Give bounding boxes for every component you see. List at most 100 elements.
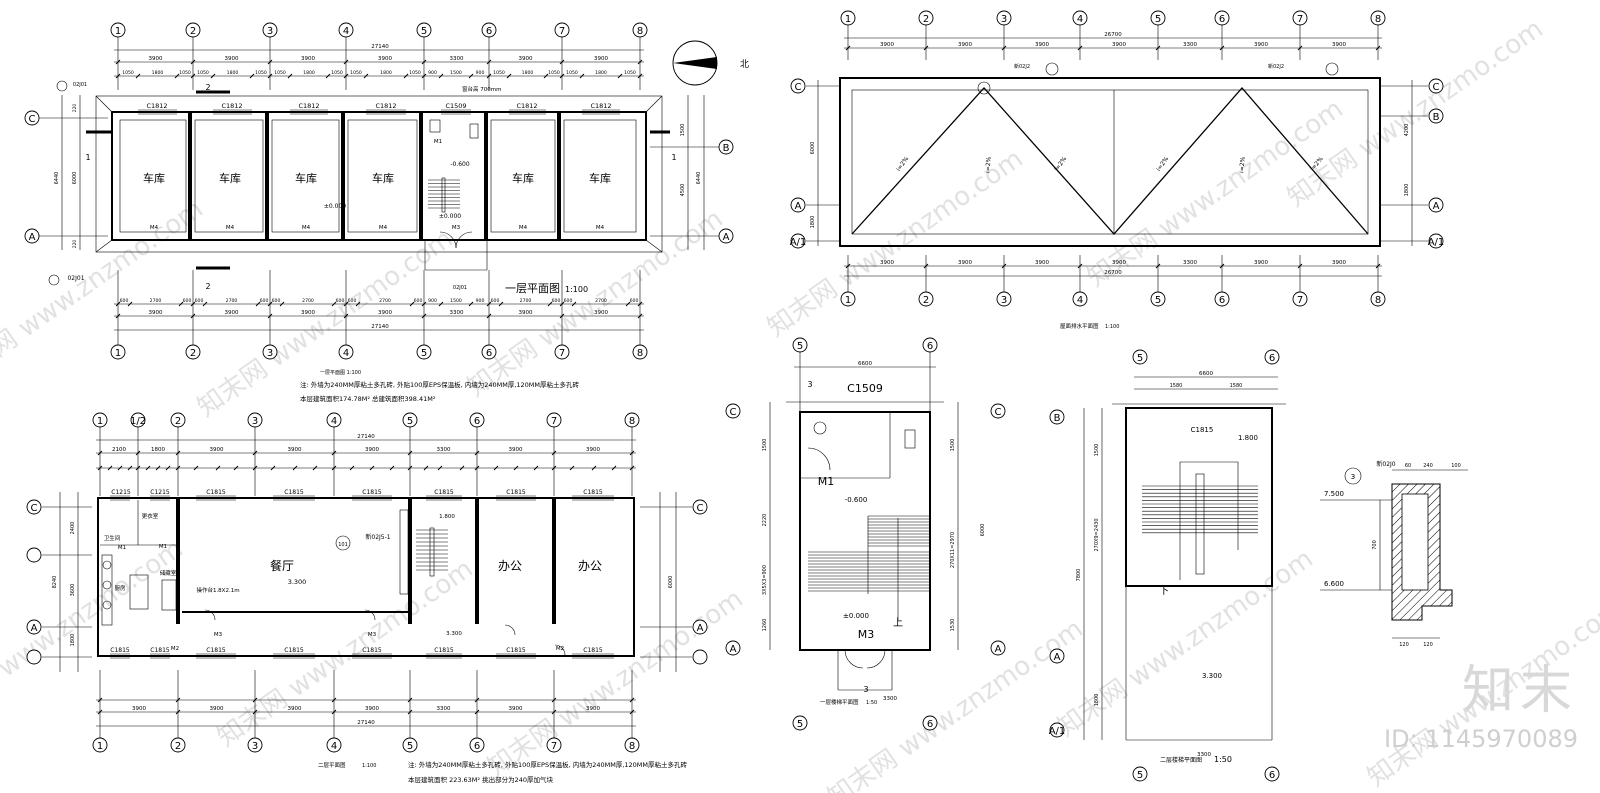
- dim-tick: [127, 465, 133, 471]
- roof-axis-top-2: 2: [918, 10, 934, 26]
- eave-corner: [645, 239, 663, 253]
- axis-circle-right: [692, 649, 708, 665]
- dim-tick: [155, 465, 161, 471]
- dim-tick: [331, 697, 337, 703]
- stove-burner: [102, 600, 112, 610]
- axis-circle: [922, 715, 938, 731]
- dim-tick: [1375, 45, 1381, 51]
- axis-right-A: A: [718, 228, 734, 244]
- roof-axis-bottom-4: 4: [1072, 291, 1088, 307]
- roof-axis-bottom-7: 7: [1292, 291, 1308, 307]
- plan2-axis-top-7: 7: [546, 412, 562, 428]
- dim-tick: [97, 450, 103, 456]
- stair-rail: [1195, 473, 1205, 575]
- dim-value: 2700: [379, 298, 391, 304]
- axis-label: 5: [407, 741, 413, 752]
- window-label: C1812: [375, 102, 396, 110]
- stair-rail: [429, 527, 435, 577]
- plan2-note1: 注: 外墙为240MM厚粘土多孔砖, 外贴100厚EPS保温板, 内墙为240M…: [408, 760, 688, 769]
- axis-label: A: [31, 623, 38, 634]
- dim-value: 3900: [301, 310, 315, 316]
- axis-label: 5: [1155, 14, 1161, 25]
- dim-tick: [559, 59, 565, 65]
- dim-value: 3900: [586, 447, 600, 453]
- brand-name: 知末: [1461, 661, 1578, 721]
- axis-label: 6: [1269, 353, 1275, 364]
- axis-label: 6: [1219, 295, 1225, 306]
- plan1-walls: [86, 90, 670, 271]
- dim-value: 6600: [1199, 371, 1213, 377]
- plan2-axis-top-6: 6: [469, 412, 485, 428]
- dim-value: 2700: [595, 298, 607, 304]
- dim-value: 3900: [594, 56, 608, 62]
- stair2-scale: 1:50: [1214, 755, 1232, 764]
- dim-v-value: 1500: [1094, 444, 1100, 457]
- dim-v-value: 220: [72, 240, 78, 249]
- dim-tick: [343, 301, 349, 307]
- fixture-label: 操作台1.8X2.1m: [196, 586, 239, 594]
- axis-circle: [1049, 722, 1065, 738]
- room-label-garage: 车库: [143, 171, 165, 185]
- window-label: C1812: [516, 102, 537, 110]
- section-number: 3: [863, 685, 868, 694]
- dim-tick: [343, 73, 349, 79]
- dim-tick: [637, 301, 643, 307]
- axis-circle: [1049, 648, 1065, 664]
- dim-value: 3900: [509, 447, 523, 453]
- level-label: 7.500: [1324, 490, 1344, 498]
- dim-value: 1800: [227, 70, 239, 76]
- callout-label: 02J01: [73, 82, 87, 88]
- plan2-axis-bottom-8: 8: [624, 737, 640, 753]
- dim-v-value: 6000: [810, 142, 816, 155]
- axis-top-5: 5: [416, 22, 432, 38]
- axis-label: 8: [637, 348, 643, 359]
- interior-wall: [408, 498, 412, 624]
- dim-tick: [193, 465, 199, 471]
- dim-value: 1050: [255, 70, 267, 76]
- roof-axis-top-8: 8: [1370, 10, 1386, 26]
- dim-value: 3900: [1112, 42, 1126, 48]
- axis-label: 8: [629, 741, 635, 752]
- up-label: 上: [893, 617, 903, 629]
- kitchen-island: [129, 574, 149, 610]
- plan2-axis-top-3: 3: [247, 412, 263, 428]
- detail-bubble: [1344, 467, 1362, 485]
- stair-enclosure: [1125, 407, 1273, 587]
- axis-label: A/1: [1428, 237, 1445, 248]
- axis-bottom-3: 3: [262, 344, 278, 360]
- axis-circle: [1049, 409, 1065, 425]
- fixture-label: 更衣室: [142, 512, 159, 520]
- eave-corner: [95, 95, 113, 113]
- axis-circle: [1132, 766, 1148, 782]
- window-label: C1815: [506, 489, 526, 496]
- interior-wall: [557, 112, 561, 240]
- dim-tick: [1155, 45, 1161, 51]
- room-label-garage: 车库: [372, 171, 394, 185]
- door-swing: [455, 231, 473, 249]
- door-label: M4: [302, 225, 311, 231]
- dim-tick: [486, 59, 492, 65]
- dim-value: 3900: [378, 56, 392, 62]
- fixture-label: M3: [368, 632, 377, 638]
- axis-circle-right: [692, 499, 708, 515]
- dim-tick: [547, 301, 553, 307]
- axis-top-2: 2: [185, 22, 201, 38]
- down-label: 下: [1159, 586, 1169, 597]
- callout-bubble: [1045, 62, 1059, 76]
- dim-tick: [533, 465, 539, 471]
- dim-tick: [255, 301, 261, 307]
- axis-circle: [790, 197, 806, 213]
- dim-value: 3900: [365, 447, 379, 453]
- dim-tick: [559, 73, 565, 79]
- dim-tick: [551, 709, 557, 715]
- dim-value: 3900: [958, 42, 972, 48]
- axis-label: 5: [421, 348, 427, 359]
- axis-label: A: [697, 623, 704, 634]
- stair1-scale: 1:50: [866, 700, 877, 706]
- dim-tick: [543, 73, 549, 79]
- interior-wall: [341, 112, 345, 240]
